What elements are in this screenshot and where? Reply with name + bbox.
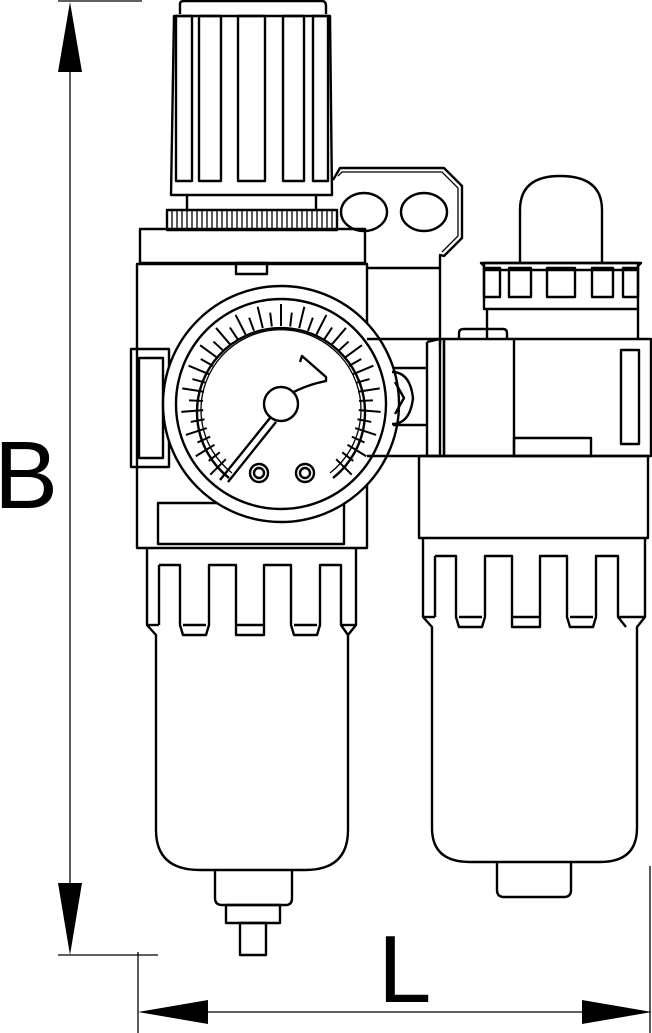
filter-bowl — [145, 548, 358, 872]
lubricator-sight-dome — [457, 174, 643, 339]
gauge-tick — [195, 443, 216, 458]
gauge-tick — [248, 317, 255, 332]
gauge-tick — [182, 387, 205, 393]
gauge-tick — [357, 418, 372, 423]
lubricator-bowl — [421, 538, 647, 899]
regulator-body — [129, 227, 369, 550]
gauge-tick — [354, 427, 377, 436]
gauge-tick — [315, 314, 328, 335]
gauge-tick — [188, 364, 210, 376]
gauge-tick — [343, 344, 363, 359]
regulator-knob — [165, 0, 339, 232]
arrow-up-icon — [58, 2, 82, 72]
gauge-tick — [269, 312, 273, 327]
gauge-tick — [289, 312, 293, 327]
gauge-tick — [351, 435, 365, 444]
gauge-tick — [229, 326, 239, 340]
gauge-tick — [189, 399, 204, 402]
gauge-tick — [256, 306, 264, 329]
gauge-tick — [355, 378, 370, 384]
gauge-tick — [348, 358, 362, 367]
gauge-tick — [200, 358, 214, 367]
dimension-l-label: L — [378, 916, 431, 1023]
gauge-tick — [192, 378, 207, 384]
gauge-tick — [358, 399, 373, 402]
gauge-tick — [307, 317, 314, 332]
gauge-tick — [346, 443, 367, 458]
gauge-tick — [358, 409, 381, 413]
gauge-tick — [181, 409, 204, 413]
gauge-tick — [341, 451, 354, 462]
dimension-l: L — [137, 866, 652, 1033]
dimension-b-label: B — [0, 422, 58, 529]
gauge-tick — [208, 451, 221, 462]
gauge-tick — [185, 427, 208, 436]
gauge-tick — [337, 340, 350, 352]
gauge-tick — [335, 458, 353, 476]
drain-valve — [213, 870, 294, 957]
gauge-ticks — [181, 304, 381, 476]
gauge-tick — [357, 387, 380, 393]
gauge-tick — [234, 314, 247, 335]
gauge-tick — [330, 327, 347, 346]
gauge-tick — [215, 327, 232, 346]
lubricator-body — [417, 337, 652, 540]
gauge-tick — [197, 435, 211, 444]
gauge-tick — [190, 418, 205, 423]
gauge-tick — [209, 458, 227, 476]
arrow-down-icon — [58, 883, 82, 955]
gauge-tick — [199, 344, 219, 359]
gauge-tick — [212, 340, 225, 352]
dimension-b: B — [0, 0, 158, 956]
gauge-tick — [352, 364, 374, 376]
pressure-gauge — [161, 284, 401, 524]
arrow-right-icon — [582, 1000, 652, 1024]
gauge-tick — [298, 306, 306, 329]
arrow-left-icon — [138, 1000, 208, 1024]
knurl-lines — [171, 210, 333, 230]
gauge-tick — [323, 326, 333, 340]
